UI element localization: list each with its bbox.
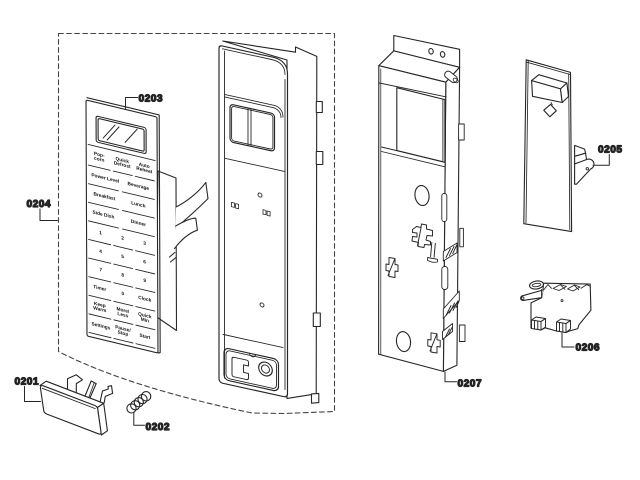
svg-text:0206: 0206 — [576, 343, 600, 354]
svg-text:8: 8 — [121, 272, 124, 279]
svg-text:More/Less: More/Less — [116, 306, 129, 320]
svg-text:0202: 0202 — [146, 422, 170, 433]
svg-text:0204: 0204 — [27, 199, 51, 210]
svg-text:6: 6 — [143, 259, 146, 266]
svg-text:Pop-corn: Pop-corn — [94, 151, 105, 164]
svg-text:Lunch: Lunch — [131, 200, 145, 209]
svg-text:Breakfast: Breakfast — [93, 191, 115, 202]
svg-text:3: 3 — [143, 241, 146, 248]
svg-text:7: 7 — [99, 267, 102, 274]
svg-text:2: 2 — [121, 235, 124, 242]
svg-text:Dinner: Dinner — [131, 219, 146, 229]
svg-text:0207: 0207 — [458, 379, 482, 390]
svg-text:Side Dish: Side Dish — [93, 210, 115, 221]
svg-text:QuickDefrost: QuickDefrost — [114, 156, 131, 171]
svg-text:4: 4 — [99, 249, 102, 256]
svg-text:0203: 0203 — [139, 94, 163, 105]
svg-text:Timer: Timer — [93, 284, 106, 293]
svg-text:0201: 0201 — [15, 377, 39, 388]
svg-text:0: 0 — [121, 291, 124, 298]
svg-text:5: 5 — [121, 254, 124, 261]
svg-text:AutoReheat: AutoReheat — [136, 161, 152, 175]
svg-text:QuickMin: QuickMin — [138, 311, 152, 325]
svg-text:Pause/Stop: Pause/Stop — [115, 324, 131, 338]
svg-text:Beverage: Beverage — [128, 181, 150, 192]
svg-text:Start: Start — [139, 333, 150, 342]
svg-text:1: 1 — [99, 230, 102, 237]
svg-text:Settings: Settings — [91, 321, 110, 332]
svg-text:KeepWarm: KeepWarm — [93, 301, 107, 315]
svg-text:9: 9 — [143, 278, 146, 285]
svg-text:Clock: Clock — [138, 295, 151, 304]
svg-text:0205: 0205 — [598, 145, 622, 156]
